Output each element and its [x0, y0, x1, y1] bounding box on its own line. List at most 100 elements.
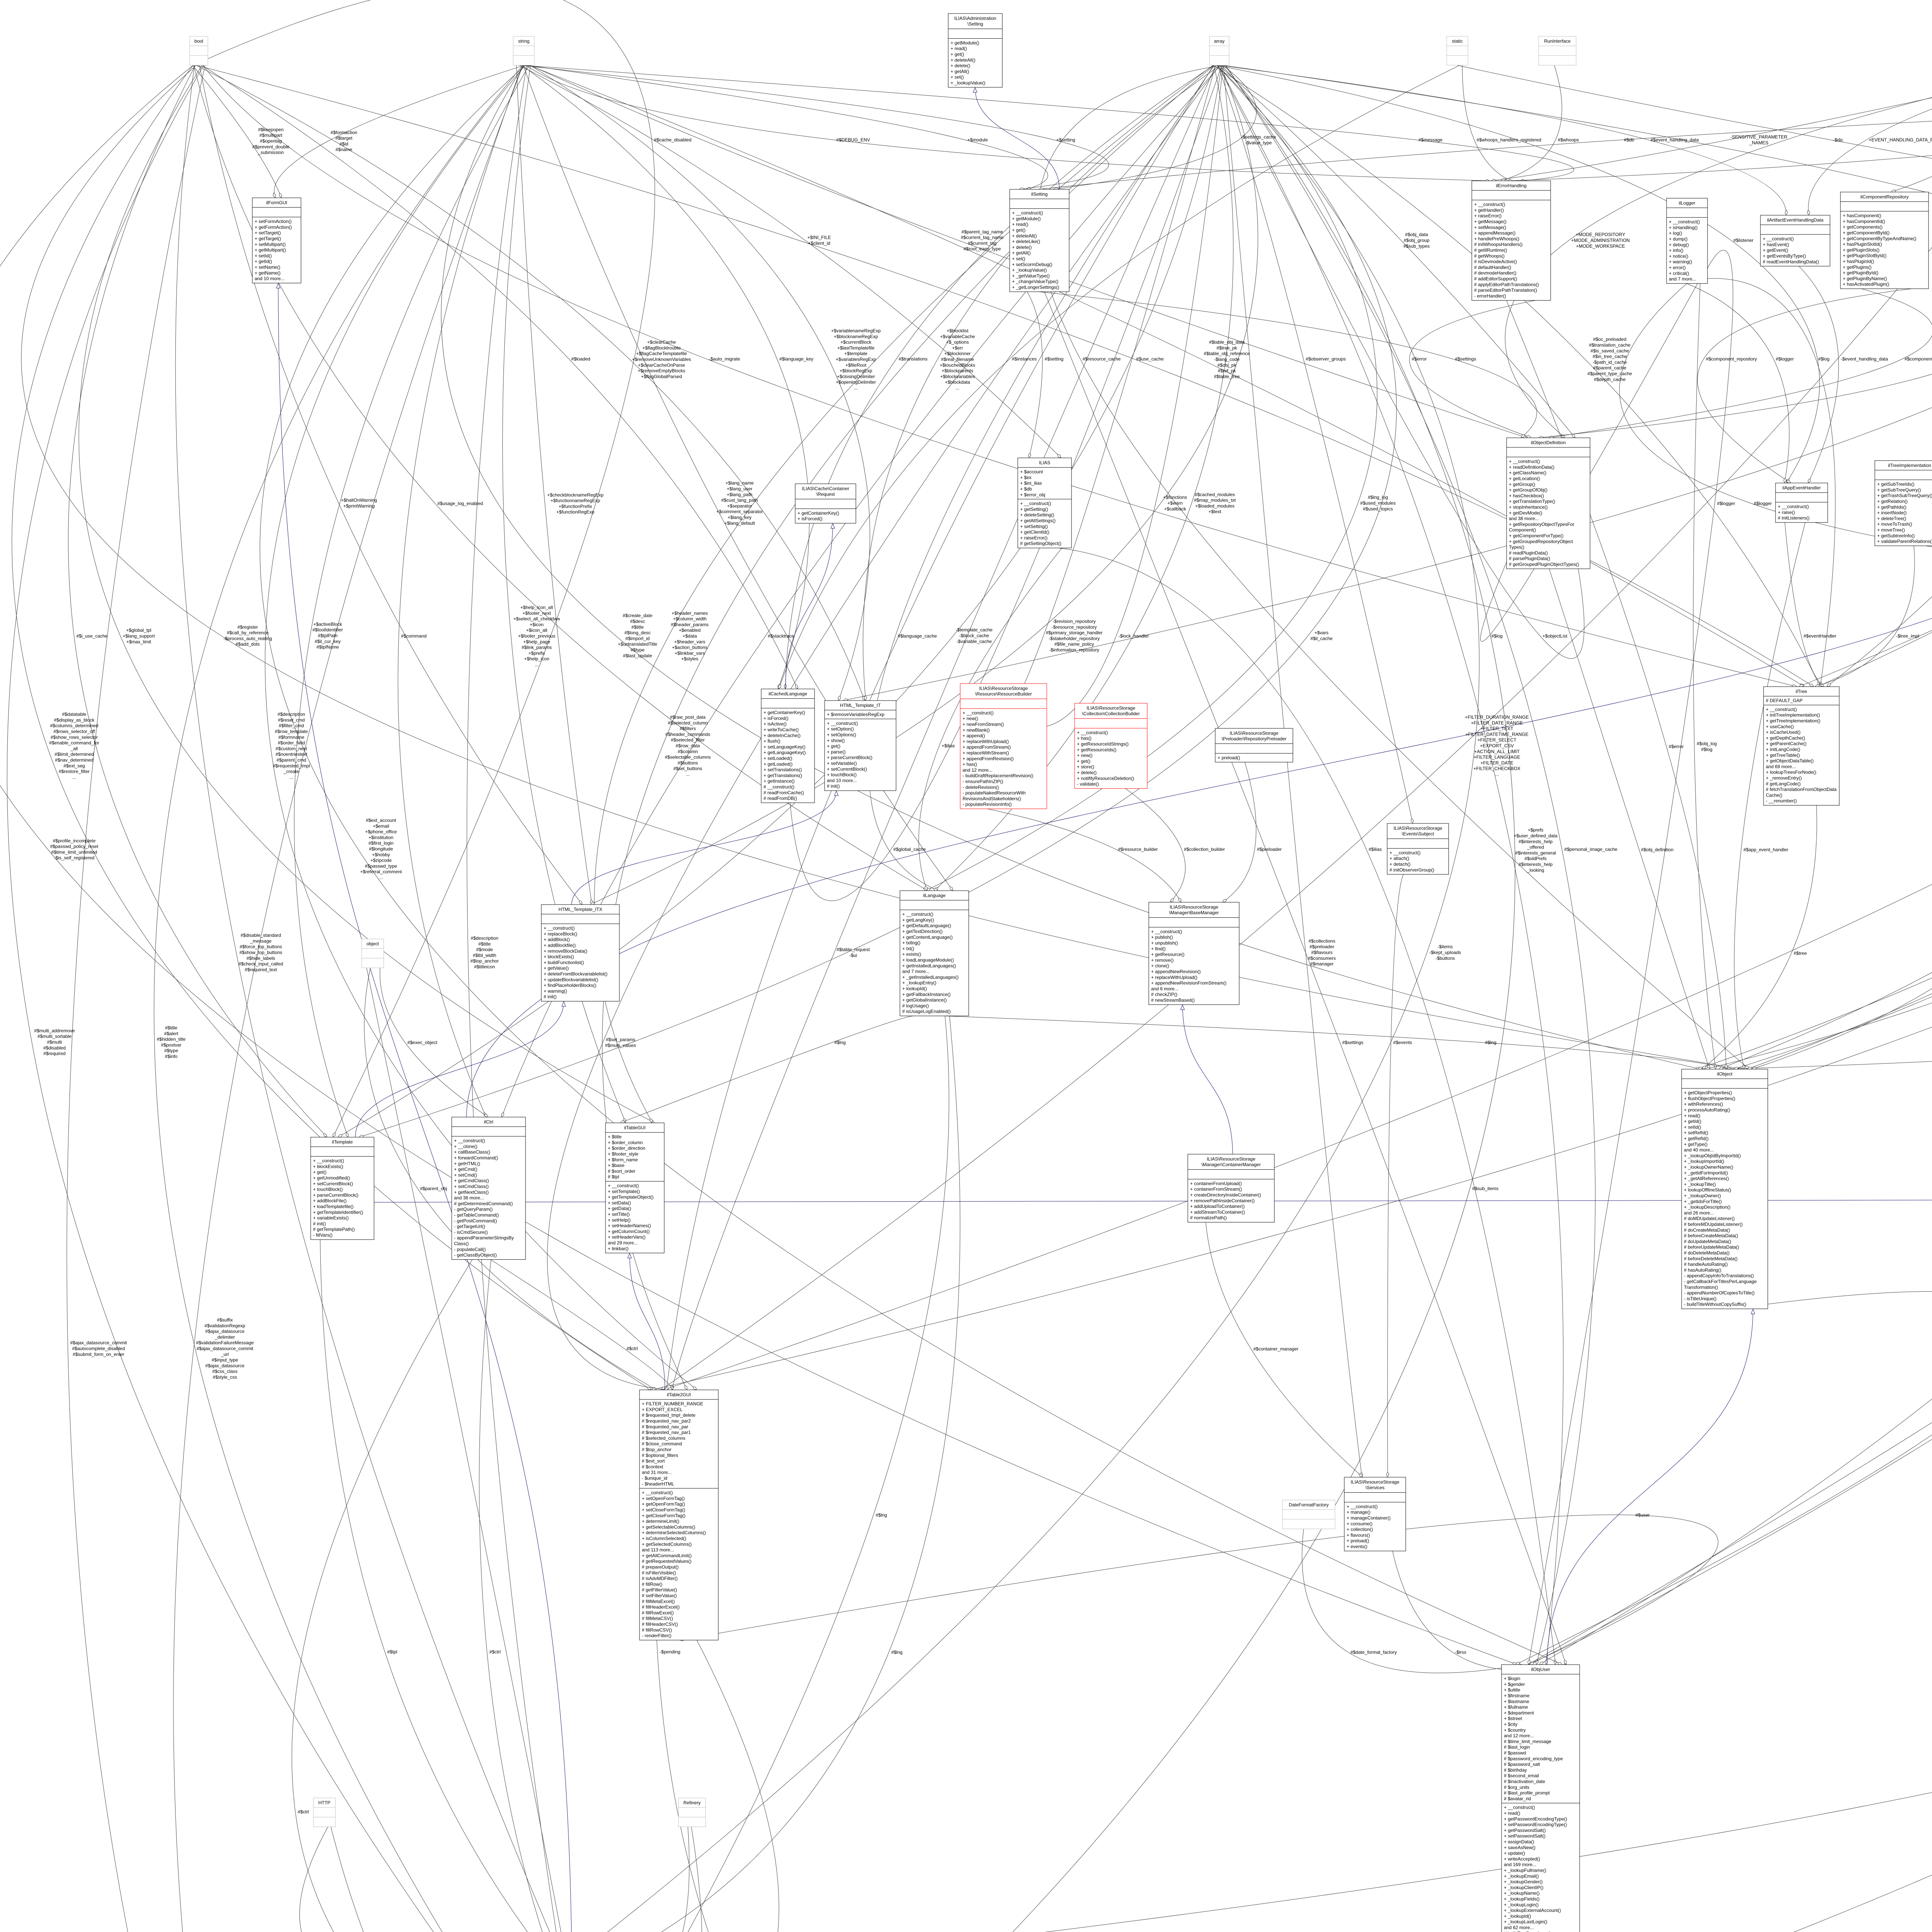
- class-method: # addEditorSupport(): [1474, 276, 1517, 282]
- class-method: + setMultipart(): [255, 242, 286, 247]
- class-ilias-resourcestorage-collection-collectionbuilder[interactable]: ILIAS\ResourceStorage\Collection\Collect…: [1074, 703, 1148, 789]
- class-ilias-resourcestorage-services[interactable]: ILIAS\ResourceStorage\Services+ __constr…: [1344, 1477, 1406, 1551]
- class-attribute: # $password_encoding_type: [1504, 1756, 1563, 1761]
- usage-edge: [1799, 630, 1932, 687]
- edge-label: #$custom_next: [276, 746, 307, 751]
- edge-label: +$lang_user: [727, 486, 752, 492]
- edge-label: #$DEBUG_ENV: [836, 137, 870, 143]
- class-ilctrl[interactable]: ilCtrl+ __construct()+ __clone()+ callBa…: [451, 1117, 526, 1260]
- usage-edge: [1044, 1792, 1932, 1932]
- edge-label: #$multipart: [259, 133, 282, 138]
- usage-edge: [1734, 996, 1932, 1069]
- class-name: ILIAS\Administration: [954, 15, 997, 21]
- usage-edge: [196, 65, 1814, 687]
- edge-label: +$flagBlocktrouble: [642, 345, 680, 350]
- class-ilappeventhandler[interactable]: ilAppEventHandler+ __construct()+ raise(…: [1775, 483, 1828, 523]
- class-box: [1874, 460, 1932, 546]
- class-method: # getTemplatePath(): [313, 1227, 355, 1232]
- class-ilcachedlanguage[interactable]: ilCachedLanguage+ getContainerKey()+ isF…: [761, 689, 815, 803]
- class-method: + determineSelectedColumns(): [642, 1530, 706, 1536]
- class-method: + setMessage(): [1474, 224, 1506, 230]
- edge-label: +$variablenameRegExp: [831, 328, 881, 333]
- class-method: + _lookupEntry(): [902, 980, 936, 986]
- class-method: + setPasswordSalt(): [1504, 1833, 1546, 1839]
- edge-label: #$primary_storage_handler: [1046, 630, 1103, 636]
- edge-label: #$whoops: [1558, 137, 1579, 143]
- class-ilias-resourcestorage-preloader-repositorypreloader[interactable]: ILIAS\ResourceStorage\Preloader\Reposito…: [1215, 728, 1293, 762]
- class-method: and 40 more...: [1684, 1147, 1714, 1153]
- class-ilsetting[interactable]: ilSetting+ __construct()+ getModule()+ r…: [1009, 189, 1070, 292]
- class-ilobject[interactable]: ilObject+ getObjectProperties()+ flushOb…: [1681, 1069, 1768, 1309]
- edge-label: #$real_filename: [941, 357, 974, 362]
- edge-label: #$mode: [476, 947, 493, 952]
- class-ilartifacteventhandlingdata[interactable]: ilArtifactEventHandlingData+ __construct…: [1760, 215, 1830, 267]
- class-iltree[interactable]: ilTree# DEFAULT_GAP+ __construct()+ init…: [1763, 686, 1840, 806]
- usage-edge: [379, 968, 488, 1117]
- class-method: + stopInheritance(): [1509, 505, 1548, 510]
- class-ilobjectdefinition[interactable]: ilObjectDefinition+ __construct()+ readD…: [1506, 437, 1590, 569]
- class-attribute: # $requested_tmpl_delete: [642, 1413, 696, 1418]
- usage-edge: [1039, 121, 1932, 189]
- usage-edge: [1012, 65, 1515, 1932]
- class-ilias-resourcestorage-manager-basemanager[interactable]: ILIAS\ResourceStorage\Manager\BaseManage…: [1148, 902, 1240, 1005]
- class-method: + deleteAll(): [951, 57, 975, 63]
- class-method: + _removeEntry(): [1766, 776, 1802, 781]
- class-method: # isFilterVisible(): [642, 1570, 676, 1575]
- edge-label: #$container_manager: [1253, 1346, 1299, 1352]
- class-ilias-administration-setting[interactable]: ILIAS\Administration\Setting+ getModule(…: [948, 13, 1003, 88]
- class-method: + _getInstalledLanguages(): [902, 975, 959, 980]
- edge-label: #$sel_buttons: [673, 766, 702, 771]
- class-attribute: # $optional_filters: [642, 1452, 678, 1458]
- class-ilformgui[interactable]: ilFormGUI+ setFormAction()+ getFormActio…: [252, 197, 301, 284]
- class-ilobjuser[interactable]: ilObjUser+ $login+ $gender+ $utitle+ $fi…: [1501, 1664, 1580, 1932]
- class-name: \Request: [816, 492, 835, 497]
- class-ilias-resourcestorage-events-subject[interactable]: ILIAS\ResourceStorage\Events\Subject+ __…: [1387, 823, 1449, 875]
- edge-label: +FILTER_DURATION_RANGE: [1465, 714, 1529, 720]
- edge-label: #$multi_values: [605, 1043, 636, 1048]
- class-method: + getGroup(): [1509, 481, 1535, 487]
- class-iltemplate[interactable]: ilTemplate+ __construct()+ blockExists()…: [310, 1137, 374, 1240]
- class-method: + appendNewRevisionFromStream(): [1151, 980, 1226, 986]
- edge-label: #$target: [335, 136, 353, 141]
- class-ilias-cache-container-request[interactable]: ILIAS\Cache\Container\Request+ getContai…: [795, 483, 856, 524]
- class-ilias-resourcestorage-resource-resourcebuilder[interactable]: ILIAS\ResourceStorage\Resource\ResourceB…: [960, 683, 1047, 809]
- class-illogger[interactable]: ilLogger+ __construct()+ isHandling()+ l…: [1666, 198, 1708, 284]
- usage-edge: [274, 65, 525, 198]
- class-method: # beforeUpdateMetaData(): [1684, 1245, 1739, 1250]
- class-ilias[interactable]: ILIAS+ $account+ $ini+ $ini_ilias+ $db+ …: [1017, 457, 1072, 548]
- class-method: # getRequestedValues(): [642, 1559, 692, 1564]
- class-method: + get(): [1077, 759, 1090, 764]
- class-method: # __construct(): [764, 784, 794, 790]
- class-ilcomponentrepository[interactable]: ilComponentRepository+ hasComponent()+ h…: [1840, 192, 1929, 289]
- class-method: + assignData(): [1504, 1839, 1534, 1845]
- class-name: ILIAS\ResourceStorage: [1393, 825, 1442, 831]
- class-method: + __construct(): [902, 912, 933, 917]
- class-ilerrorhandling[interactable]: ilErrorHandling+ __construct()+ getHandl…: [1471, 180, 1551, 301]
- class-method: + handlePreWhoops(): [1474, 236, 1519, 242]
- class-name: ilFormGUI: [266, 200, 287, 205]
- usage-edge: [843, 407, 1932, 701]
- class-iltable2gui[interactable]: ilTable2GUI+ FILTER_NUMBER_RANGE+ EXPORT…: [639, 1389, 719, 1641]
- class-method: + setCurrentBlock(): [827, 766, 867, 772]
- class-method: + addUploadToContainer(): [1190, 1204, 1245, 1209]
- class-method: # isUsageLogEnabled(): [902, 1009, 951, 1014]
- class-box: [1387, 823, 1449, 875]
- class-attribute: # $requested_nav_par1: [642, 1430, 691, 1435]
- class-method: + read(): [1684, 1113, 1700, 1118]
- class-html-template-it[interactable]: HTML_Template_IT+ $removeVariablesRegExp…: [824, 700, 896, 791]
- class-illanguage[interactable]: ilLanguage+ __construct()+ getLangKey()+…: [900, 890, 969, 1016]
- usage-edge: [620, 1015, 914, 1123]
- edge-label: #$restore_filter: [59, 769, 90, 774]
- class-method: + set(): [1012, 256, 1025, 262]
- usage-edge: [320, 1239, 528, 1932]
- usage-edge: [479, 1259, 543, 1932]
- class-html-template-itx[interactable]: HTML_Template_ITX+ __construct()+ replac…: [541, 904, 620, 1002]
- class-iltreeimplementation[interactable]: ilTreeImplementation+ getSubTreeIds()+ g…: [1874, 460, 1932, 546]
- class-method: + setCmdClass(): [454, 1184, 489, 1189]
- class-method: + blockExists(): [544, 954, 574, 959]
- class-runinterface: RunInterface: [1538, 36, 1577, 66]
- edge-label: #$message: [1418, 137, 1442, 143]
- class-ilias-resourcestorage-manager-containermanager[interactable]: ILIAS\ResourceStorage\Manager\ContainerM…: [1187, 1154, 1275, 1223]
- edge-label: #$row_data: [676, 743, 700, 748]
- class-iltablegui[interactable]: ilTableGUI+ $title+ $order_column+ $orde…: [605, 1122, 665, 1253]
